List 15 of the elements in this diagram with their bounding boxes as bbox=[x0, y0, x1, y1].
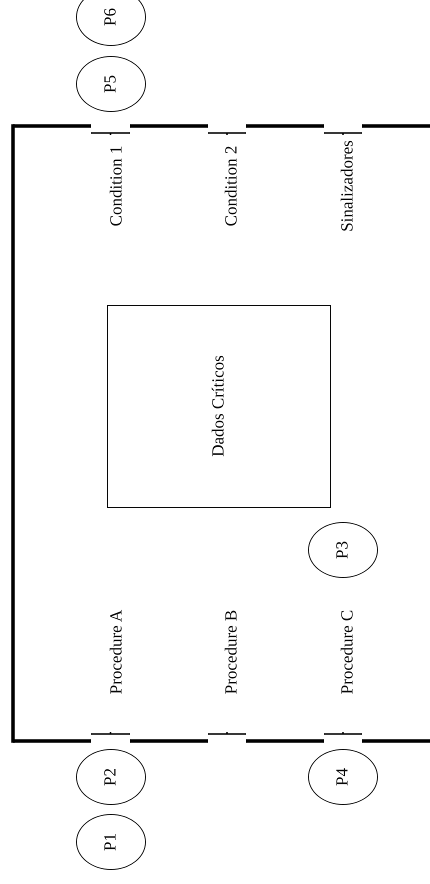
gate-label: Condition 2 bbox=[222, 146, 242, 226]
gate-label: Sinalizadores bbox=[338, 140, 358, 232]
process-ellipse bbox=[76, 0, 146, 46]
node-label: P6 bbox=[102, 8, 120, 26]
gate-label: Procedure C bbox=[338, 610, 358, 694]
node-label: P3 bbox=[334, 541, 352, 559]
node-label: P2 bbox=[102, 768, 120, 786]
node-label: Dados Críticos bbox=[210, 355, 228, 457]
node-label: P4 bbox=[334, 768, 352, 786]
node-label: P1 bbox=[102, 833, 120, 851]
node-label: P5 bbox=[102, 75, 120, 93]
gate-label: Condition 1 bbox=[108, 146, 126, 226]
gate-label: Procedure A bbox=[108, 610, 126, 694]
gate-label: Procedure B bbox=[222, 610, 242, 694]
data-box bbox=[107, 304, 331, 508]
